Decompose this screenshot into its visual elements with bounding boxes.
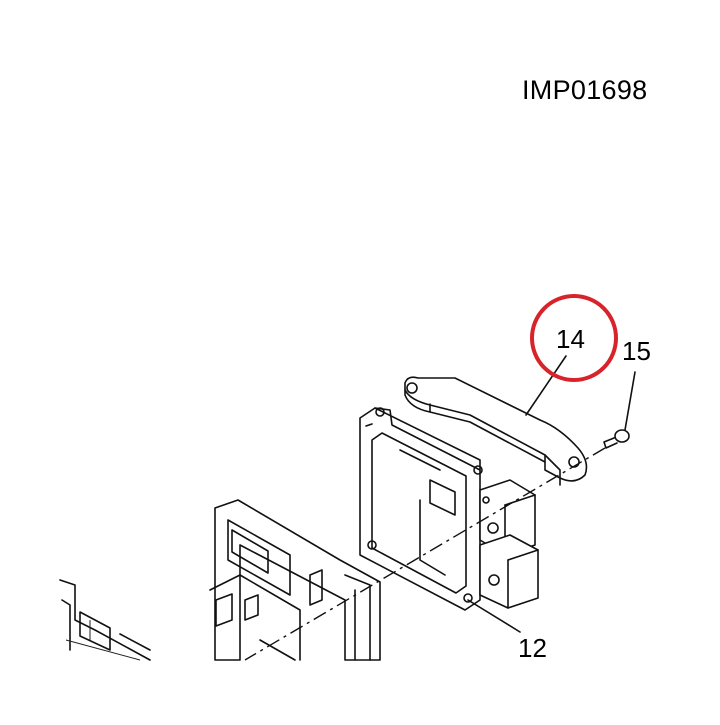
leader-line-14 <box>525 355 567 416</box>
leader-line-12 <box>467 599 521 633</box>
part-label-12: 12 <box>518 633 547 663</box>
frame-structure <box>59 499 381 661</box>
assembly-center-line <box>244 447 606 661</box>
bracket <box>404 376 588 486</box>
highlight-circle <box>530 294 618 382</box>
leader-line-15 <box>624 371 636 431</box>
part-label-14: 14 <box>556 324 585 354</box>
figure-code: IMP01698 <box>522 75 648 105</box>
bolt <box>603 429 630 449</box>
ecu-housing <box>359 407 539 611</box>
part-label-15: 15 <box>622 336 651 366</box>
